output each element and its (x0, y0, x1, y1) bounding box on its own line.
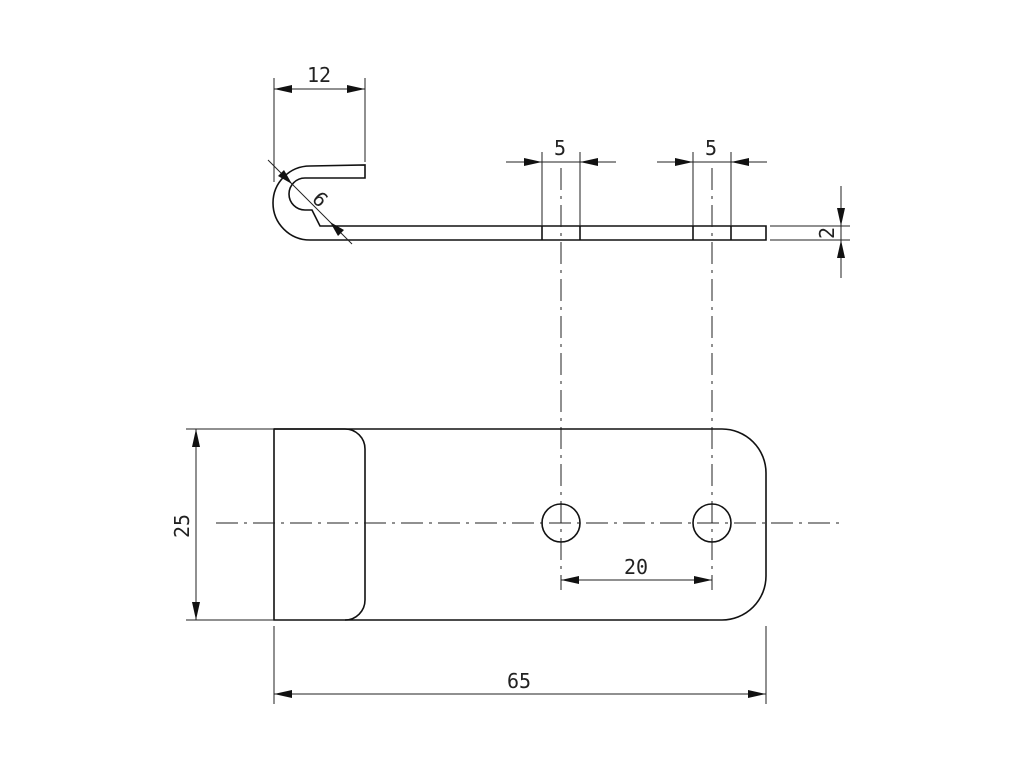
dim-height-text: 25 (170, 514, 194, 538)
dimension-hook-width: 12 (273, 63, 366, 182)
top-view (216, 428, 842, 621)
dim-length-text: 65 (507, 669, 531, 693)
dim-hole-left-text: 5 (554, 136, 566, 160)
dim-hook-radius-text: 6 (307, 187, 332, 212)
dim-hole-spacing-text: 20 (624, 555, 648, 579)
dimension-length: 65 (273, 626, 767, 704)
dimension-hole-right: 5 (657, 136, 767, 226)
top-view-outline (273, 428, 767, 621)
hole-right (692, 503, 732, 543)
top-view-bend-line (274, 428, 366, 621)
dimension-hook-radius: 6 (267, 159, 353, 245)
dimension-thickness: 2 (770, 186, 850, 278)
side-view-outline (272, 164, 767, 241)
dim-hole-right-text: 5 (705, 136, 717, 160)
side-view (272, 164, 767, 241)
dim-thickness-text: 2 (815, 227, 839, 239)
dimension-hole-spacing: 20 (561, 555, 712, 584)
dimension-height: 25 (170, 428, 274, 621)
dim-hook-width-text: 12 (307, 63, 331, 87)
dimension-hole-left: 5 (506, 136, 616, 226)
